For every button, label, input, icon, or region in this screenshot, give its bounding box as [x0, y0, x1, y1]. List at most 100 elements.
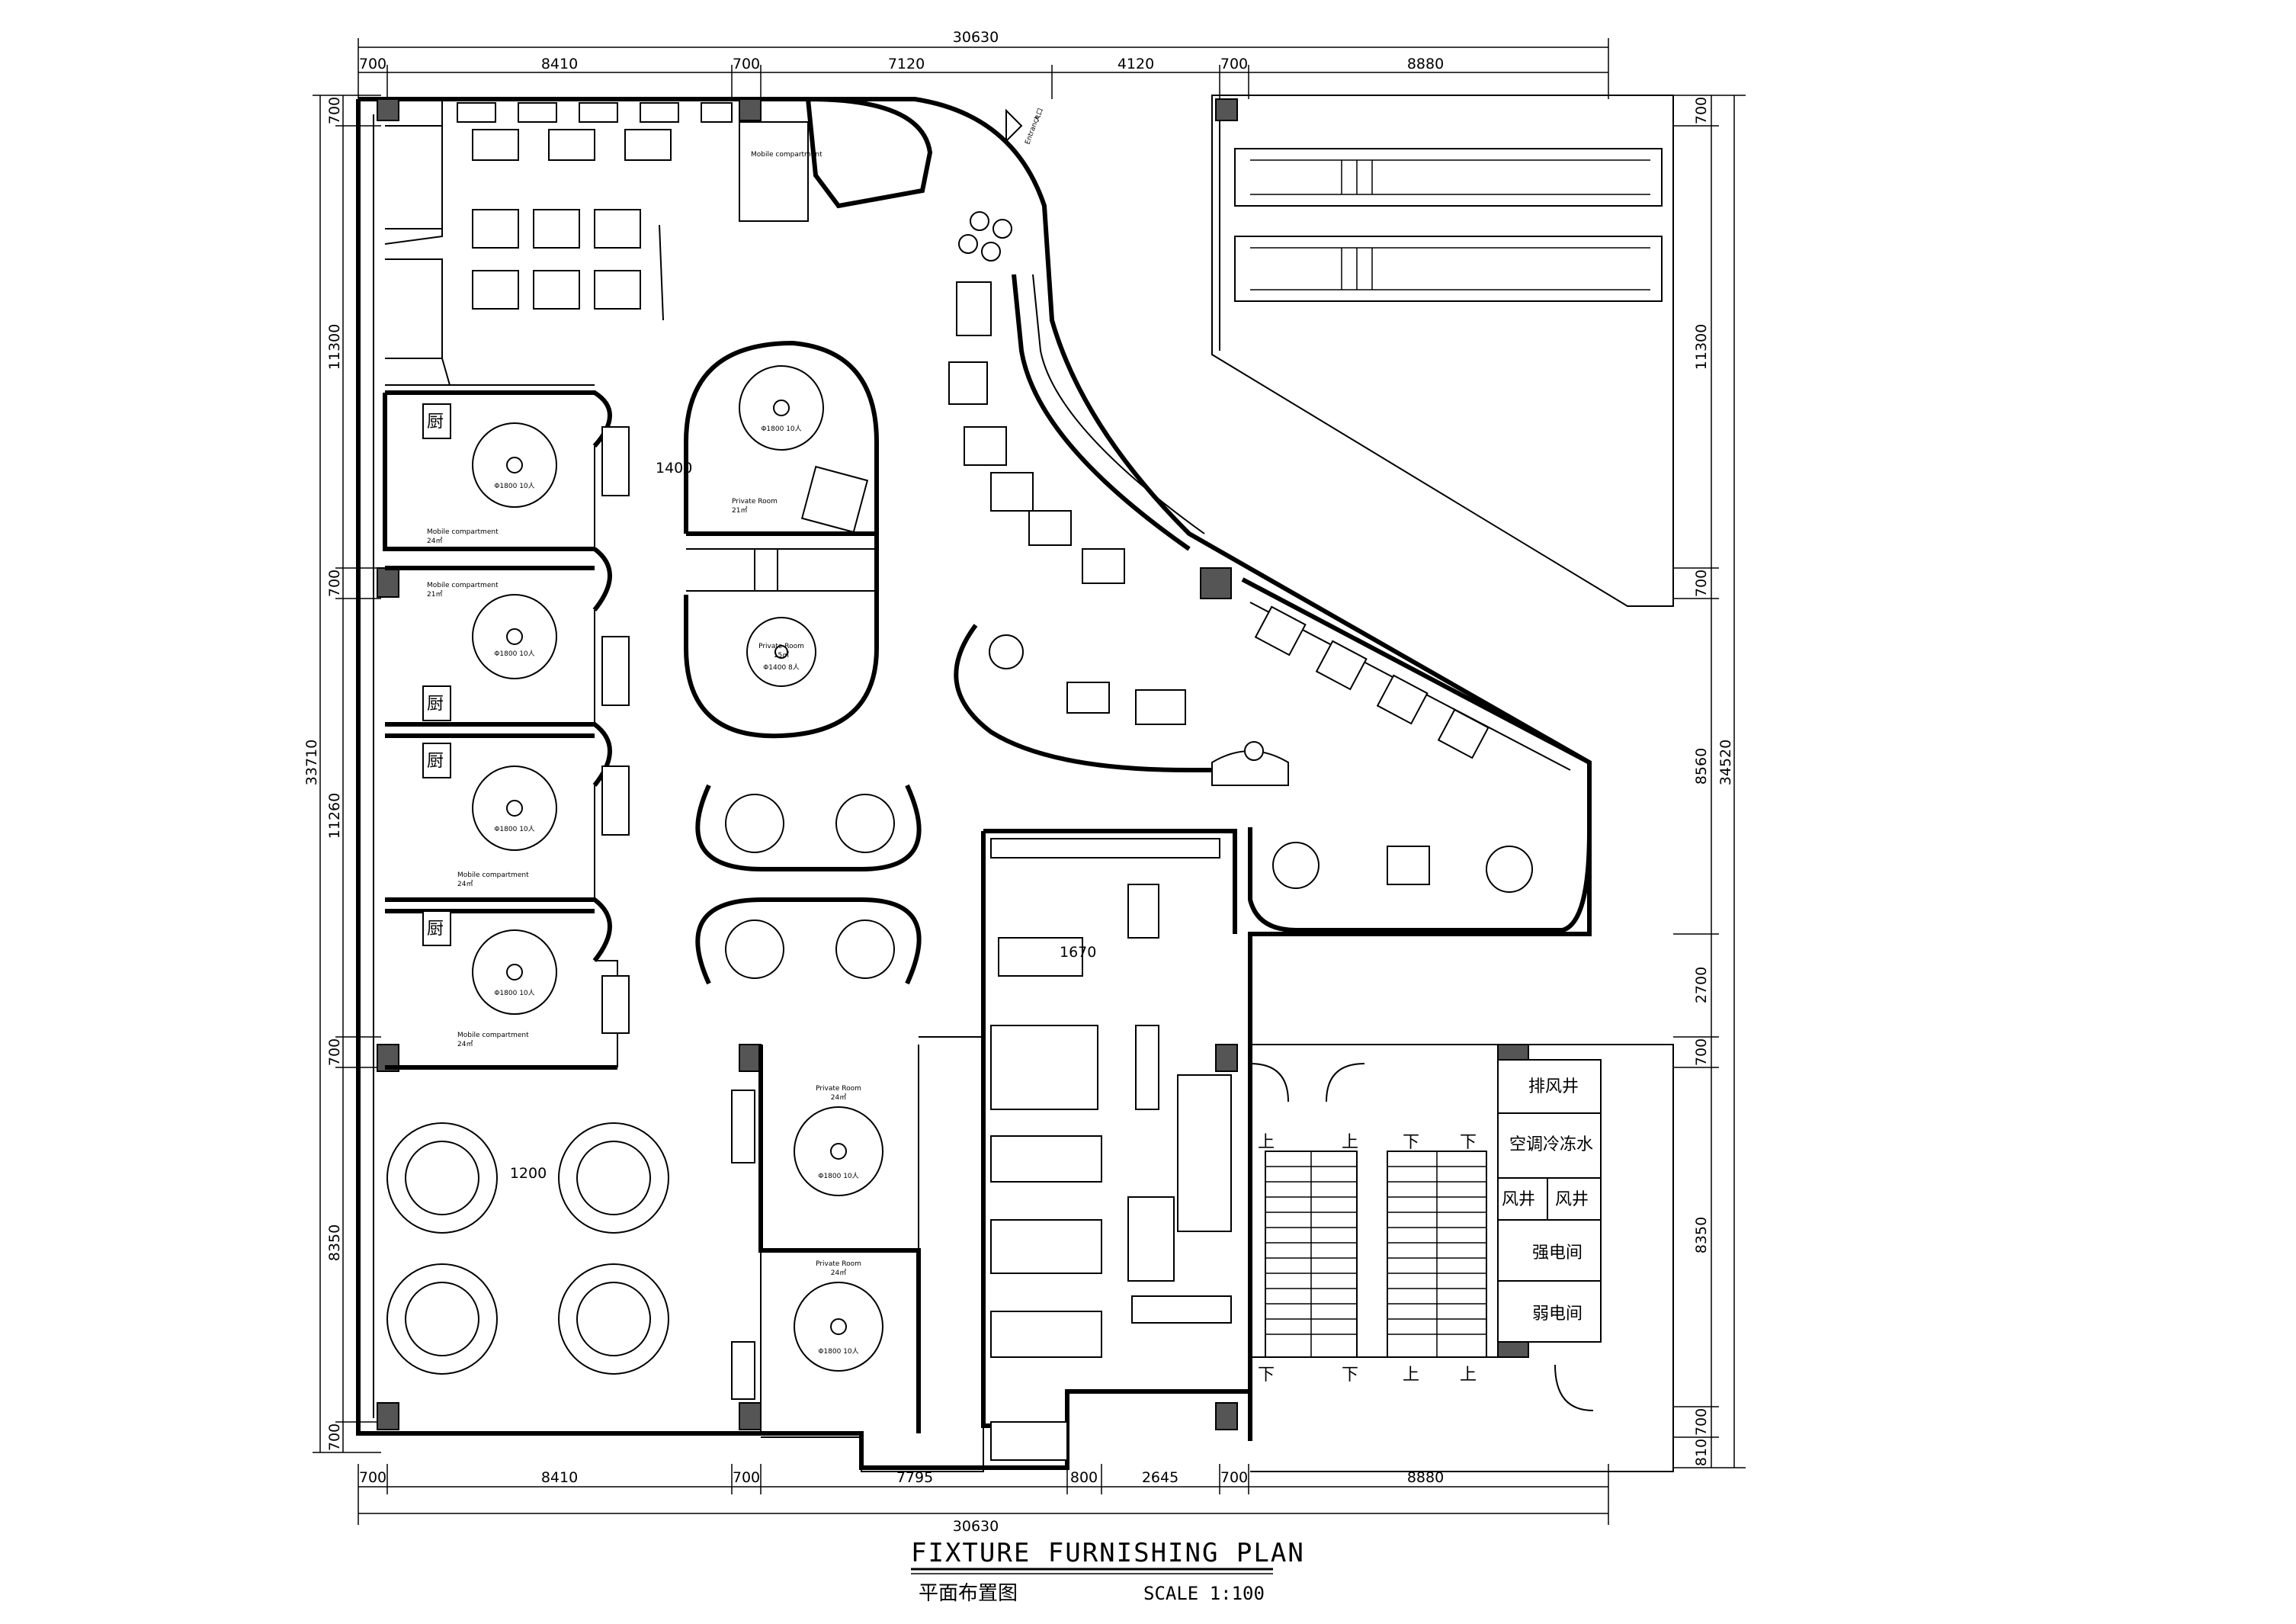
dim-bottom-3: 700 — [733, 1469, 760, 1486]
strong-electric-room-label: 强电间 — [1532, 1244, 1583, 1263]
room-label-2: Mobile compartment — [427, 582, 499, 589]
entrance-arrow-icon — [1005, 108, 1023, 143]
ac-chilled-water-label: 空调冷冻水 — [1509, 1135, 1593, 1154]
stair-up-2: 上 — [1342, 1133, 1358, 1152]
stair-down-3: 下 — [1258, 1366, 1275, 1385]
dimension-left: 700 11300 700 11260 700 8350 700 33710 — [303, 95, 381, 1453]
stair-up-3: 上 — [1403, 1366, 1419, 1385]
table-label-2: Φ1800 10人 — [494, 650, 534, 658]
dim-bottom-5: 800 — [1070, 1469, 1098, 1486]
booth-group-lower — [695, 897, 922, 985]
dim-top-2: 8410 — [541, 56, 578, 72]
private-room-row-4: 厨 Φ1800 10人 Mobile compartment 24㎡ — [422, 910, 630, 1048]
right-booth-strip — [1248, 827, 1592, 932]
room-03-table: Φ1800 10人 — [818, 1347, 858, 1356]
dim-top-7: 8880 — [1407, 56, 1444, 72]
dim-bottom-1: 700 — [359, 1469, 386, 1486]
table-label-3: Φ1800 10人 — [494, 825, 534, 833]
dim-left-2: 11300 — [326, 324, 343, 370]
dim-right-total: 34520 — [1717, 740, 1734, 785]
lower-left-dining: 1200 — [386, 1122, 669, 1375]
dim-left-4: 11260 — [326, 793, 343, 839]
title-block: FIXTURE FURNISHING PLAN 平面布置图 SCALE 1:10… — [911, 1538, 1305, 1605]
room-02-label: Private Room — [816, 1085, 861, 1093]
dim-right-6: 700 — [1693, 1038, 1710, 1066]
top-dining-area — [457, 102, 733, 321]
dim-1200: 1200 — [510, 1165, 547, 1182]
dim-left-7: 700 — [326, 1423, 343, 1451]
dim-bottom-4: 7795 — [896, 1469, 933, 1486]
table-label-4: Φ1800 10人 — [494, 989, 534, 997]
stamp-icon-3 — [422, 743, 451, 778]
stair-down-1: 下 — [1403, 1133, 1419, 1152]
dim-1400: 1400 — [656, 460, 692, 477]
dim-right-4: 8560 — [1693, 748, 1710, 785]
room-02-area: 24㎡ — [831, 1093, 846, 1102]
room-3-glyph: 厨 — [427, 752, 444, 771]
lounge-area — [954, 624, 1289, 786]
dim-right-3: 700 — [1693, 570, 1710, 597]
plan-scale: SCALE 1:100 — [1143, 1583, 1265, 1604]
dim-left-6: 8350 — [326, 1224, 343, 1261]
weak-electric-room-label: 弱电间 — [1532, 1305, 1583, 1324]
dim-bottom-total: 30630 — [953, 1518, 999, 1535]
room-area-1: 24㎡ — [427, 537, 442, 545]
dim-right-9: 810 — [1693, 1439, 1710, 1466]
dining-tables-arc — [948, 281, 1490, 759]
exhaust-shaft-label: 排风井 — [1528, 1077, 1579, 1096]
dim-top-3: 700 — [733, 56, 760, 72]
dim-right-7: 8350 — [1693, 1217, 1710, 1253]
plan-title: FIXTURE FURNISHING PLAN — [911, 1538, 1305, 1568]
private-room-row-1: 厨 Φ1800 10人 Mobile compartment 24㎡ — [422, 403, 630, 545]
room-4-glyph: 厨 — [427, 920, 444, 939]
stamp-icon-2 — [422, 685, 451, 721]
stair-down-2: 下 — [1460, 1133, 1477, 1152]
wind-shaft-label-2: 风井 — [1555, 1190, 1589, 1209]
stair-down-4: 下 — [1342, 1366, 1358, 1385]
dim-bottom-7: 700 — [1220, 1469, 1248, 1486]
room-label-4: Mobile compartment — [457, 1032, 529, 1039]
dim-top-1: 700 — [359, 56, 386, 72]
dim-left-total: 33710 — [303, 740, 320, 785]
private-room-02: Private Room 24㎡ Φ1800 10人 — [731, 1085, 883, 1196]
private-room-03: Private Room 24㎡ Φ1800 10人 — [731, 1260, 883, 1400]
private-room-row-2: Φ1800 10人 Mobile compartment 21㎡ 厨 — [422, 582, 630, 721]
dim-top-6: 700 — [1220, 56, 1248, 72]
dim-bottom-6: 2645 — [1142, 1469, 1178, 1486]
room-label-3: Mobile compartment — [457, 871, 529, 879]
dim-right-2: 11300 — [1693, 324, 1710, 370]
dim-right-8: 700 — [1693, 1408, 1710, 1436]
oval-room-2-label: Private Room — [758, 643, 804, 650]
entrance-label-cn: 入口 — [1032, 107, 1044, 123]
entrance-area: Mobile compartment Entrance 入口 — [739, 96, 1045, 262]
stamp-icon — [422, 403, 451, 439]
oval-private-room: Φ1800 10人 Private Room 21㎡ Private Room … — [656, 340, 879, 739]
room-03-area: 24㎡ — [831, 1269, 846, 1277]
dim-bottom-2: 8410 — [541, 1469, 578, 1486]
room-03-label: Private Room — [816, 1260, 861, 1268]
plan-subtitle: 平面布置图 — [919, 1582, 1018, 1605]
room-02-table: Φ1800 10人 — [818, 1172, 858, 1180]
kitchen: 1670 — [990, 838, 1232, 1461]
room-area-2: 21㎡ — [427, 590, 442, 599]
dim-left-1: 700 — [326, 97, 343, 124]
dim-left-5: 700 — [326, 1038, 343, 1066]
private-room-row-3: 厨 Φ1800 10人 Mobile compartment 24㎡ — [422, 743, 630, 888]
stamp-icon-4 — [422, 910, 451, 946]
room-2-glyph: 厨 — [427, 695, 444, 714]
entrance-compartment-label: Mobile compartment — [751, 151, 823, 159]
dimension-top: 30630 700 8410 700 7120 4120 700 8880 — [358, 29, 1609, 99]
wind-shaft-label-1: 风井 — [1502, 1190, 1535, 1209]
oval-table-label: Φ1800 10人 — [761, 425, 801, 433]
booth-group-upper — [695, 784, 922, 871]
room-1-glyph: 厨 — [427, 412, 444, 432]
room-area-3: 24㎡ — [457, 880, 473, 888]
oval-room-label: Private Room — [732, 498, 778, 505]
dim-top-4: 7120 — [888, 56, 925, 72]
stair-up-1: 上 — [1258, 1133, 1275, 1152]
service-rooms: 排风井 空调冷冻水 风井 风井 强电间 弱电间 — [1249, 1059, 1602, 1411]
table-label-1: Φ1800 10人 — [494, 482, 534, 490]
dim-1670: 1670 — [1060, 944, 1096, 961]
stair-core: 上 上 下 下 下 下 上 上 — [1250, 1044, 1498, 1385]
room-label-1: Mobile compartment — [427, 528, 499, 536]
